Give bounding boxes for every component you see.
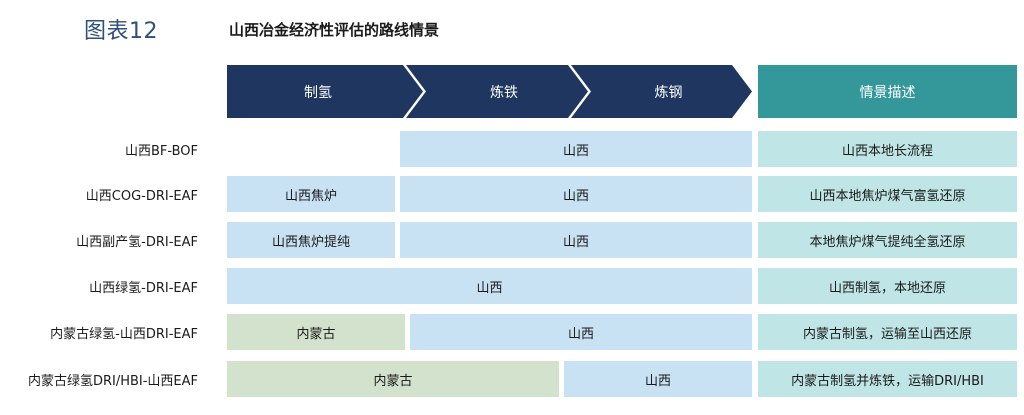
- region-cell: 山西: [400, 222, 752, 258]
- stage-label: 制氢: [304, 84, 332, 101]
- route-row: 内蒙古绿氢-山西DRI-EAF 内蒙古 山西 内蒙古制氢，运输至山西还原: [0, 314, 1024, 350]
- route-row: 山西COG-DRI-EAF 山西焦炉 山西 山西本地焦炉煤气富氢还原: [0, 176, 1024, 212]
- route-label: 山西副产氢-DRI-EAF: [76, 234, 198, 250]
- stage-label: 炼铁: [490, 84, 518, 101]
- route-label: 山西BF-BOF: [124, 143, 198, 159]
- scenario-description: 山西制氢，本地还原: [758, 268, 1017, 304]
- route-row: 山西绿氢-DRI-EAF 山西 山西制氢，本地还原: [0, 268, 1024, 304]
- route-label: 山西绿氢-DRI-EAF: [89, 280, 198, 296]
- scenario-description-header: 情景描述: [758, 65, 1017, 118]
- region-cell: 山西焦炉: [227, 176, 395, 212]
- route-label: 内蒙古绿氢DRI/HBI-山西EAF: [27, 373, 198, 389]
- route-row: 内蒙古绿氢DRI/HBI-山西EAF 内蒙古 山西 内蒙古制氢并炼铁，运输DRI…: [0, 361, 1024, 397]
- route-row: 山西副产氢-DRI-EAF 山西焦炉提纯 山西 本地焦炉煤气提纯全氢还原: [0, 222, 1024, 258]
- region-cell: 内蒙古: [227, 314, 405, 350]
- route-label: 内蒙古绿氢-山西DRI-EAF: [50, 326, 198, 342]
- route-label: 山西COG-DRI-EAF: [85, 188, 198, 204]
- scenario-description: 山西本地长流程: [758, 131, 1017, 167]
- figure-label: 图表12: [84, 19, 158, 44]
- region-cell: 山西: [400, 131, 752, 167]
- region-cell: 山西: [564, 361, 752, 397]
- stage-hydrogen-production: 制氢: [227, 65, 423, 118]
- region-cell: 山西: [227, 268, 752, 304]
- route-row: 山西BF-BOF 山西 山西本地长流程: [0, 131, 1024, 167]
- stage-ironmaking: 炼铁: [406, 65, 588, 118]
- scenario-description: 本地焦炉煤气提纯全氢还原: [758, 222, 1017, 258]
- scenario-description: 内蒙古制氢，运输至山西还原: [758, 314, 1017, 350]
- figure-title: 山西冶金经济性评估的路线情景: [229, 21, 440, 39]
- stage-steelmaking: 炼钢: [571, 65, 752, 118]
- stage-header-row: 制氢 炼铁 炼钢 情景描述: [0, 65, 1024, 118]
- scenario-description: 内蒙古制氢并炼铁，运输DRI/HBI: [758, 361, 1017, 397]
- scenario-description: 山西本地焦炉煤气富氢还原: [758, 176, 1017, 212]
- region-cell: 山西: [400, 176, 752, 212]
- region-cell: 内蒙古: [227, 361, 559, 397]
- stage-label: 炼钢: [654, 84, 683, 101]
- region-cell: 山西: [410, 314, 752, 350]
- region-cell: 山西焦炉提纯: [227, 222, 395, 258]
